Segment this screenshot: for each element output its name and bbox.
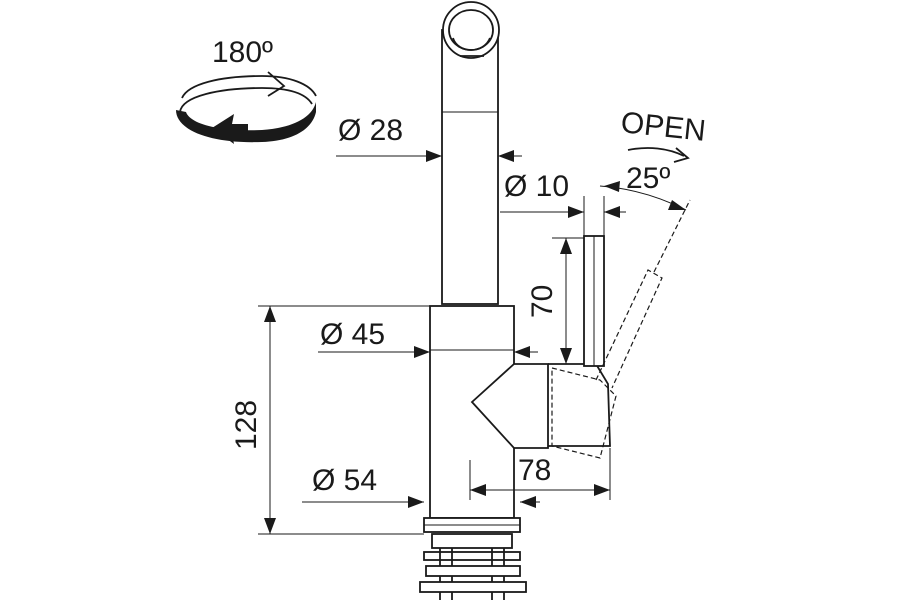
lever-block xyxy=(470,235,611,449)
dimension-body-diameter xyxy=(318,346,538,358)
dimension-base-diameter xyxy=(302,496,540,508)
dimension-lever-diameter xyxy=(500,196,626,236)
dimension-spout-diameter xyxy=(336,150,522,162)
open-label: OPEN xyxy=(619,106,707,148)
dimension-open-angle xyxy=(599,181,687,211)
lever-diameter-label: Ø 10 xyxy=(504,170,569,203)
open-angle-label: 25º xyxy=(626,162,670,195)
lever-open-position xyxy=(551,199,691,459)
lever-reach-label: 78 xyxy=(518,454,551,487)
dimension-lever-height xyxy=(552,237,584,364)
body-diameter-label: Ø 45 xyxy=(320,318,385,351)
dimension-total-height xyxy=(258,305,430,535)
spout-column xyxy=(441,1,500,305)
spout-diameter-label: Ø 28 xyxy=(338,114,403,147)
tap-base xyxy=(419,517,527,600)
lever-height-label: 70 xyxy=(526,285,559,318)
rotate-open-icon xyxy=(627,147,690,163)
base-diameter-label: Ø 54 xyxy=(312,464,377,497)
dimension-lever-reach xyxy=(469,448,611,500)
total-height-label: 128 xyxy=(230,400,263,450)
rotate-180-icon xyxy=(176,71,317,144)
rotation-label: 180º xyxy=(212,36,273,69)
